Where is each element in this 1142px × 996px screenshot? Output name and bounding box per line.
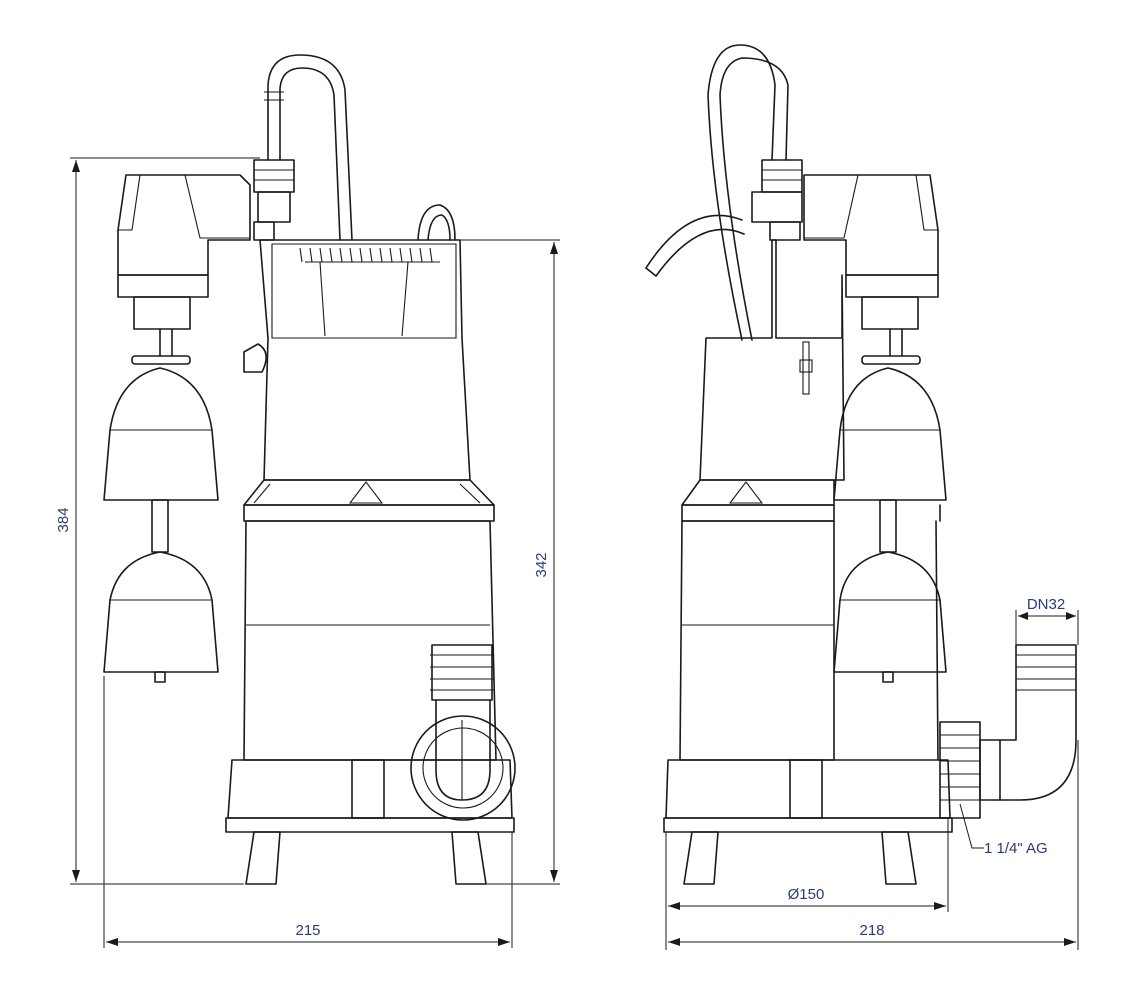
dim-diameter: Ø150 [788, 886, 825, 903]
dim-thread: 1 1/4" AG [984, 840, 1048, 857]
dim-front-width: 215 [295, 922, 320, 939]
dim-side-width: 218 [859, 922, 884, 939]
dim-overall-height: 384 [55, 507, 72, 532]
front-view [70, 54, 560, 948]
dim-body-height: 342 [533, 552, 550, 577]
side-view [645, 44, 1079, 950]
dim-hose-size: DN32 [1027, 596, 1065, 613]
